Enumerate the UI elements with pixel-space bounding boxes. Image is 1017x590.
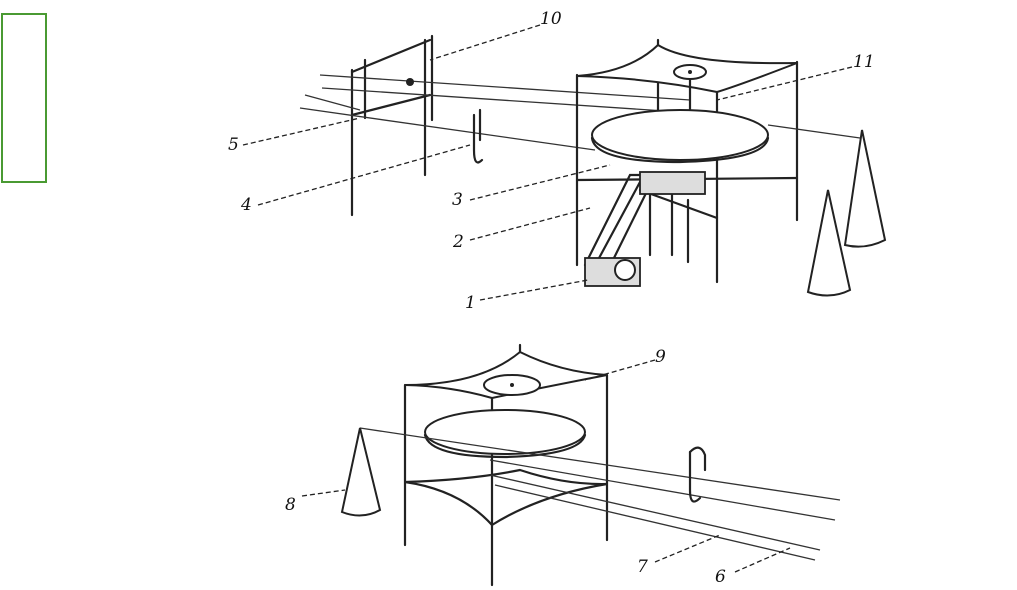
left-frame-top: [299, 34, 691, 217]
label-4: 4: [240, 195, 252, 215]
label-1: 1: [465, 293, 476, 313]
weight-cones-top: [806, 129, 887, 297]
bottom-frame: [359, 343, 841, 587]
label-8: 8: [285, 495, 296, 515]
selection-highlight-box: [1, 13, 47, 183]
label-9: 9: [655, 347, 666, 367]
label-6: 6: [715, 567, 726, 587]
label-2: 2: [452, 232, 464, 252]
leader-lines: [242, 24, 853, 573]
drive-belt-and-motor: [583, 171, 706, 287]
weight-cone-8: [340, 427, 382, 517]
hook-bottom: [688, 446, 707, 503]
hook-4: [472, 108, 484, 164]
label-3: 3: [452, 190, 463, 210]
label-5: 5: [228, 135, 239, 155]
label-10: 10: [540, 9, 562, 29]
label-7: 7: [637, 557, 648, 577]
label-11: 11: [853, 52, 875, 72]
